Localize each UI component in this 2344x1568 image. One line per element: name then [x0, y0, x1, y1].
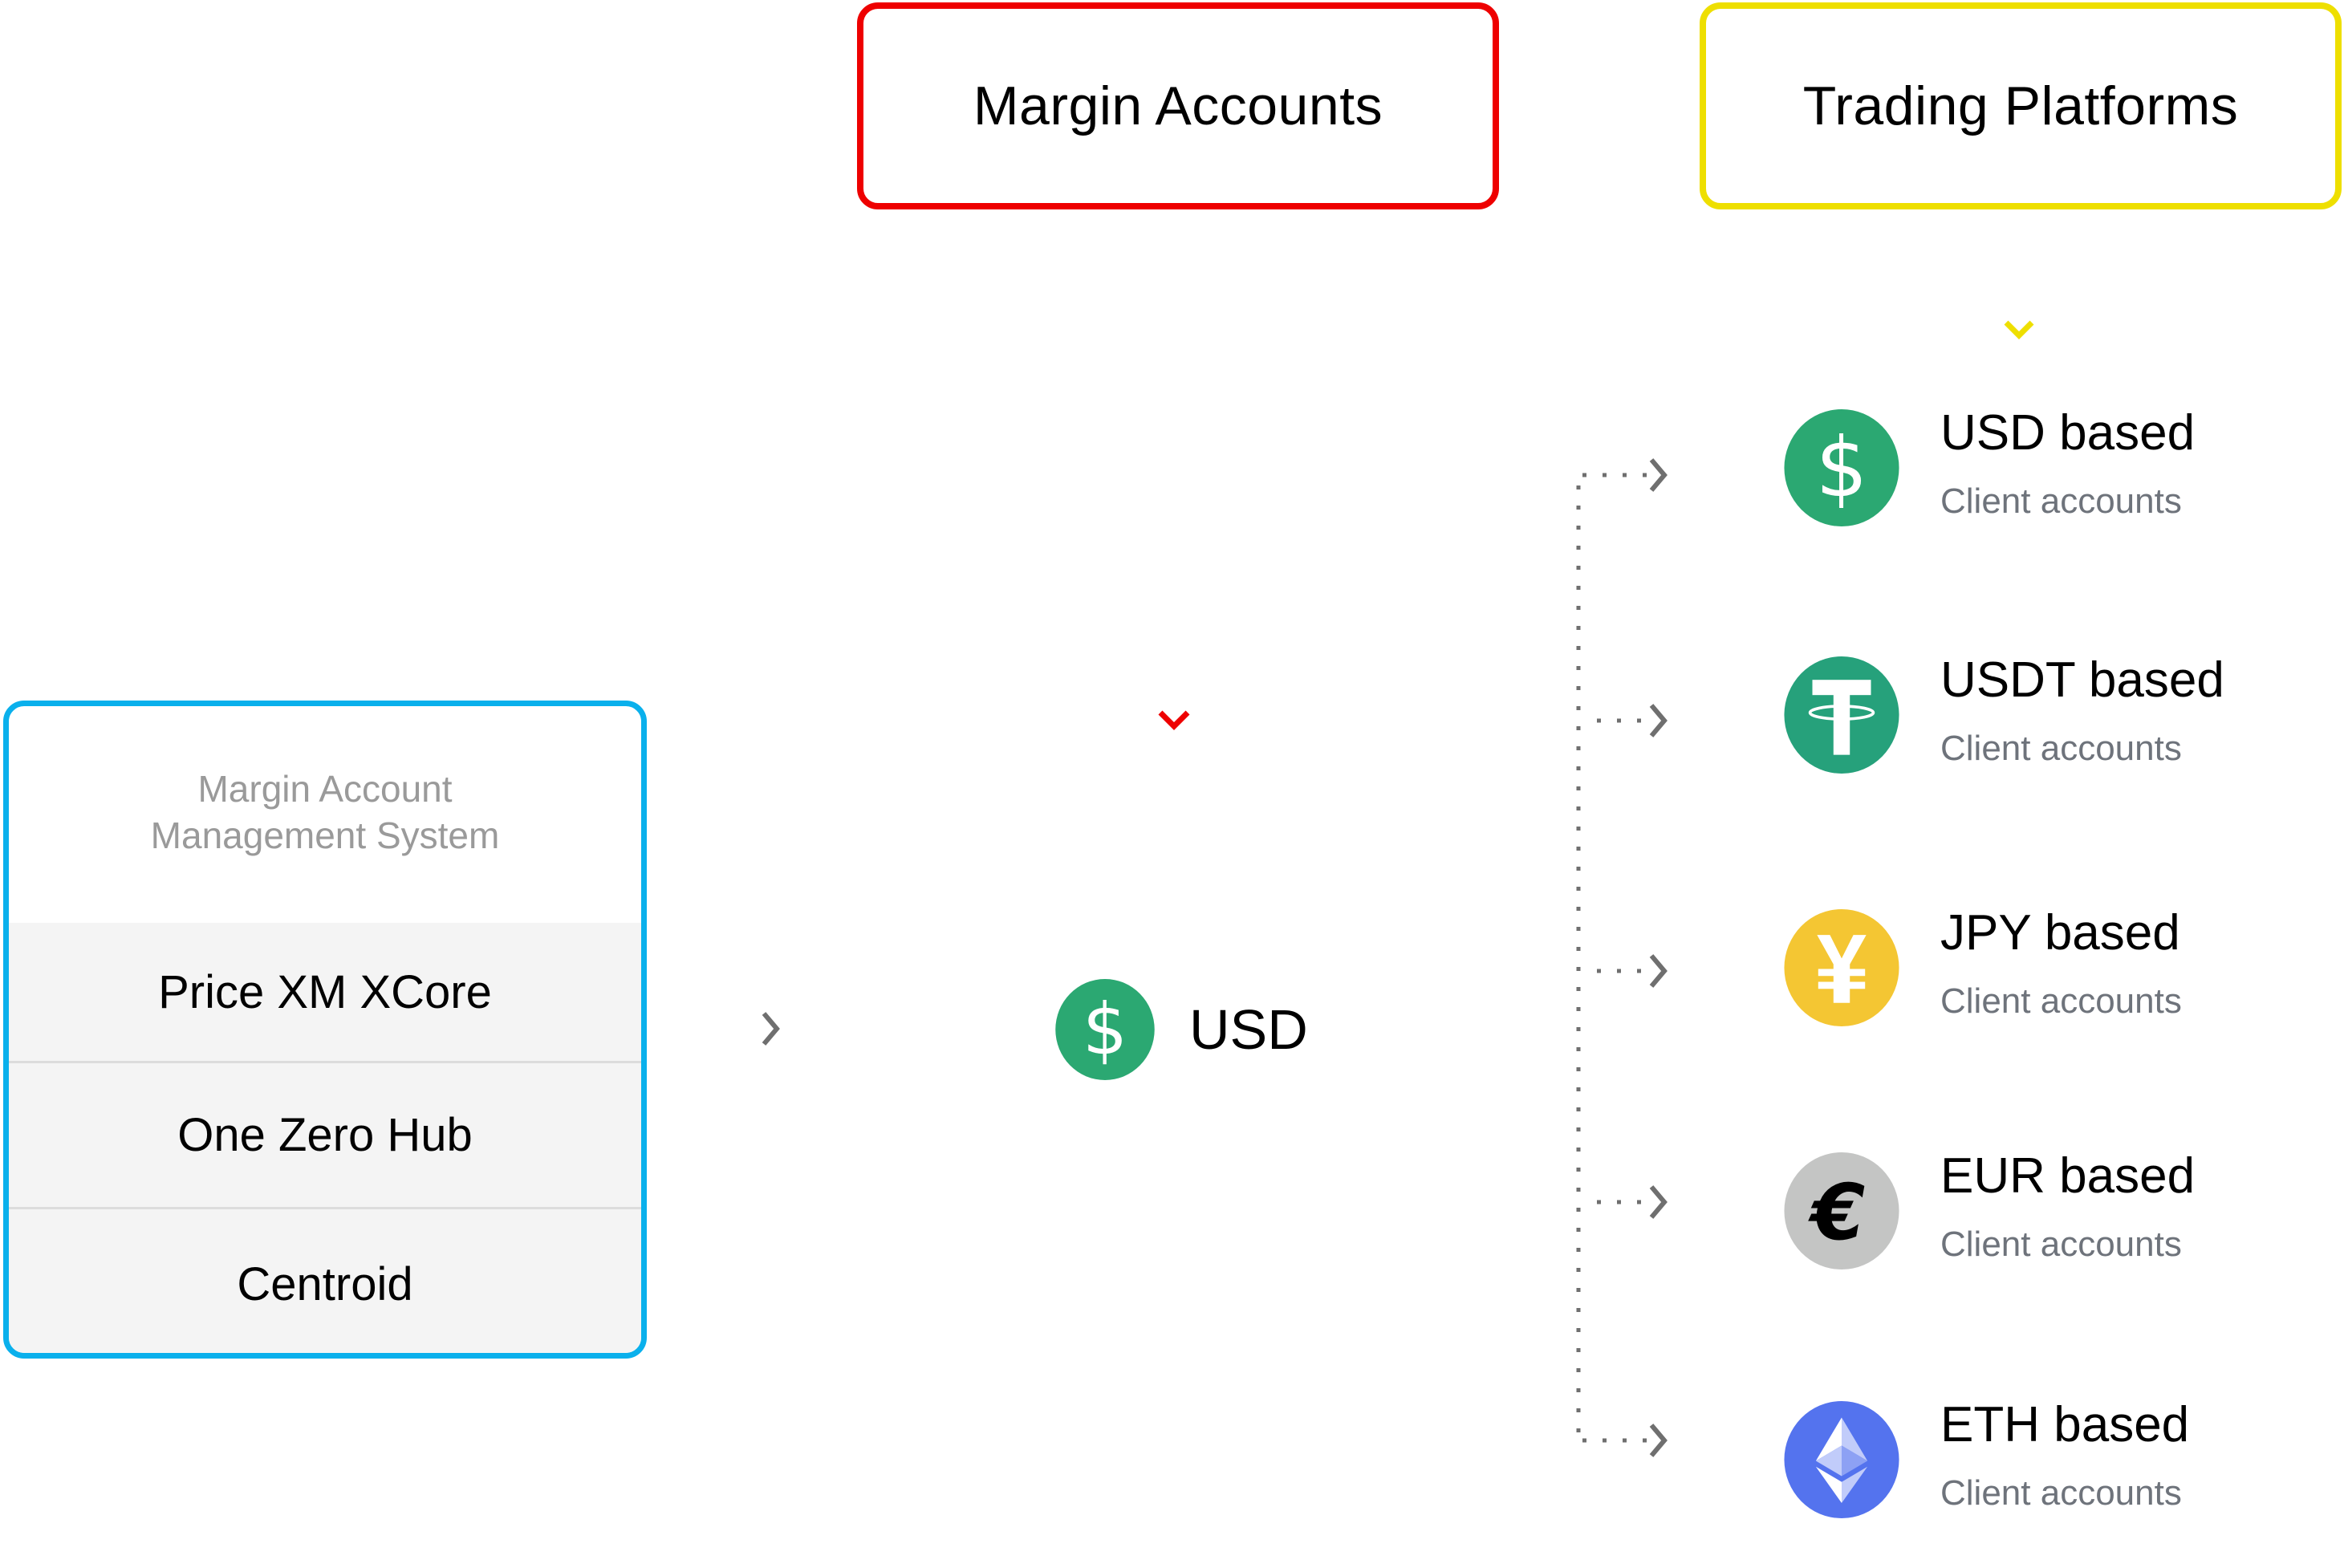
dollar-coin-icon: $	[1784, 409, 1899, 526]
chevron-right-icon	[1649, 458, 1668, 492]
center-usd-label: USD	[1189, 998, 1308, 1061]
branch-arrow-eth	[1582, 1424, 1668, 1457]
currency-title: EUR based	[1940, 1148, 2196, 1204]
system-to-usd-arrow	[729, 1012, 780, 1046]
center-usd: $ USD	[1054, 979, 1308, 1080]
currency-item-eth: ETH based Client accounts	[1783, 1397, 2329, 1521]
branch-arrow-usdt	[1597, 704, 1668, 737]
svg-text:$: $	[1815, 420, 1867, 516]
system-title: Margin Account Management System	[9, 706, 641, 923]
currency-subtitle: Client accounts	[1940, 1225, 2182, 1264]
yen-coin-icon	[1784, 909, 1899, 1026]
currency-title: ETH based	[1940, 1397, 2190, 1452]
margin-accounts-label: Margin Accounts	[973, 75, 1383, 136]
margin-management-system-box: Margin Account Management System Price X…	[3, 701, 647, 1359]
currency-title: JPY based	[1940, 905, 2180, 961]
euro-coin-icon: €	[1784, 1152, 1899, 1269]
dollar-coin-icon: $	[1055, 979, 1155, 1080]
currency-item-usd: $ USD based Client accounts	[1783, 405, 2329, 530]
system-row-one-zero-hub: One Zero Hub	[9, 1061, 641, 1207]
chevron-right-icon	[1649, 704, 1668, 737]
tether-coin-icon	[1784, 656, 1899, 774]
branch-arrow-jpy	[1597, 954, 1668, 988]
trading-platforms-label: Trading Platforms	[1802, 75, 2239, 136]
system-row-centroid: Centroid	[9, 1207, 641, 1353]
currency-subtitle: Client accounts	[1940, 1473, 2182, 1513]
chevron-right-icon	[1649, 1424, 1668, 1457]
trading-down-arrow	[2004, 255, 2034, 339]
svg-text:$: $	[1083, 988, 1127, 1070]
system-title-line1: Margin Account	[197, 768, 453, 810]
currency-item-usdt: USDT based Client accounts	[1783, 652, 2329, 777]
chevron-right-icon	[1649, 954, 1668, 988]
system-title-line2: Management System	[150, 814, 500, 856]
trading-platforms-box: Trading Platforms	[1700, 2, 2342, 209]
chevron-right-icon	[1649, 1185, 1668, 1219]
currency-subtitle: Client accounts	[1940, 981, 2182, 1021]
branch-arrow-usd	[1582, 458, 1668, 492]
currency-item-eur: € EUR based Client accounts	[1783, 1148, 2329, 1273]
system-row-price-xm-xcore: Price XM XCore	[9, 923, 641, 1061]
currency-subtitle: Client accounts	[1940, 481, 2182, 521]
currency-title: USDT based	[1940, 652, 2224, 708]
currency-item-jpy: JPY based Client accounts	[1783, 905, 2329, 1030]
ethereum-coin-icon	[1784, 1401, 1899, 1518]
branch-arrow-eur	[1597, 1185, 1668, 1219]
currency-subtitle: Client accounts	[1940, 729, 2182, 768]
currency-title: USD based	[1940, 405, 2196, 461]
svg-text:€: €	[1808, 1168, 1865, 1257]
margin-accounts-box: Margin Accounts	[857, 2, 1499, 209]
margin-to-usd-arrow	[1158, 329, 1190, 730]
